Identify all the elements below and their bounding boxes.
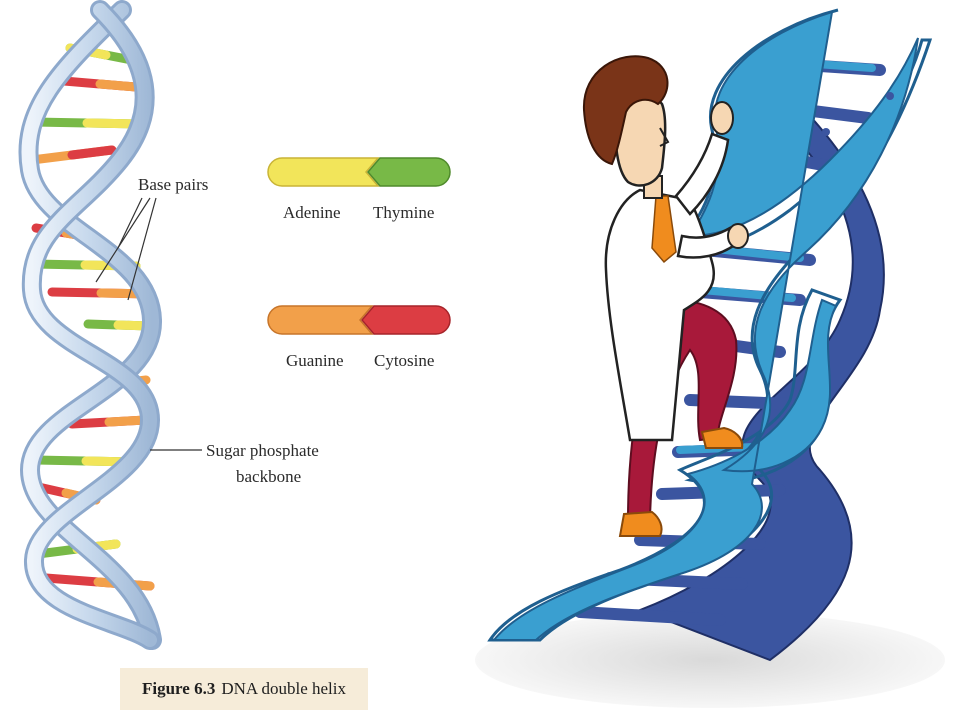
sugar-backbone-label-line2: backbone bbox=[236, 467, 301, 486]
base-pairs-label: Base pairs bbox=[138, 175, 208, 194]
scientist-shoe-left bbox=[618, 510, 663, 537]
scientist-tie bbox=[651, 195, 677, 264]
sugar-backbone-label-group: Sugar phosphate backbone bbox=[150, 441, 319, 486]
scientist-icon bbox=[475, 8, 945, 708]
sugar-backbone-label-line1: Sugar phosphate bbox=[206, 441, 319, 460]
legend-guanine-label: Guanine bbox=[286, 351, 344, 370]
scientist-shoe-right bbox=[700, 426, 744, 449]
figure-title: DNA double helix bbox=[221, 679, 346, 698]
legend-adenine-label: Adenine bbox=[283, 203, 341, 222]
legend-guanine-cytosine: Guanine Cytosine bbox=[267, 305, 451, 370]
legend-adenine-thymine: Adenine Thymine bbox=[267, 157, 451, 222]
dna-helix-icon bbox=[18, 0, 163, 650]
legend-cytosine-label: Cytosine bbox=[374, 351, 434, 370]
legend-thymine-label: Thymine bbox=[373, 203, 434, 222]
base-pairs-label-group: Base pairs bbox=[95, 175, 208, 301]
figure-caption: Figure 6.3 DNA double helix bbox=[120, 668, 368, 710]
scientist-hair bbox=[582, 55, 669, 166]
figure-number: Figure 6.3 bbox=[141, 679, 216, 698]
